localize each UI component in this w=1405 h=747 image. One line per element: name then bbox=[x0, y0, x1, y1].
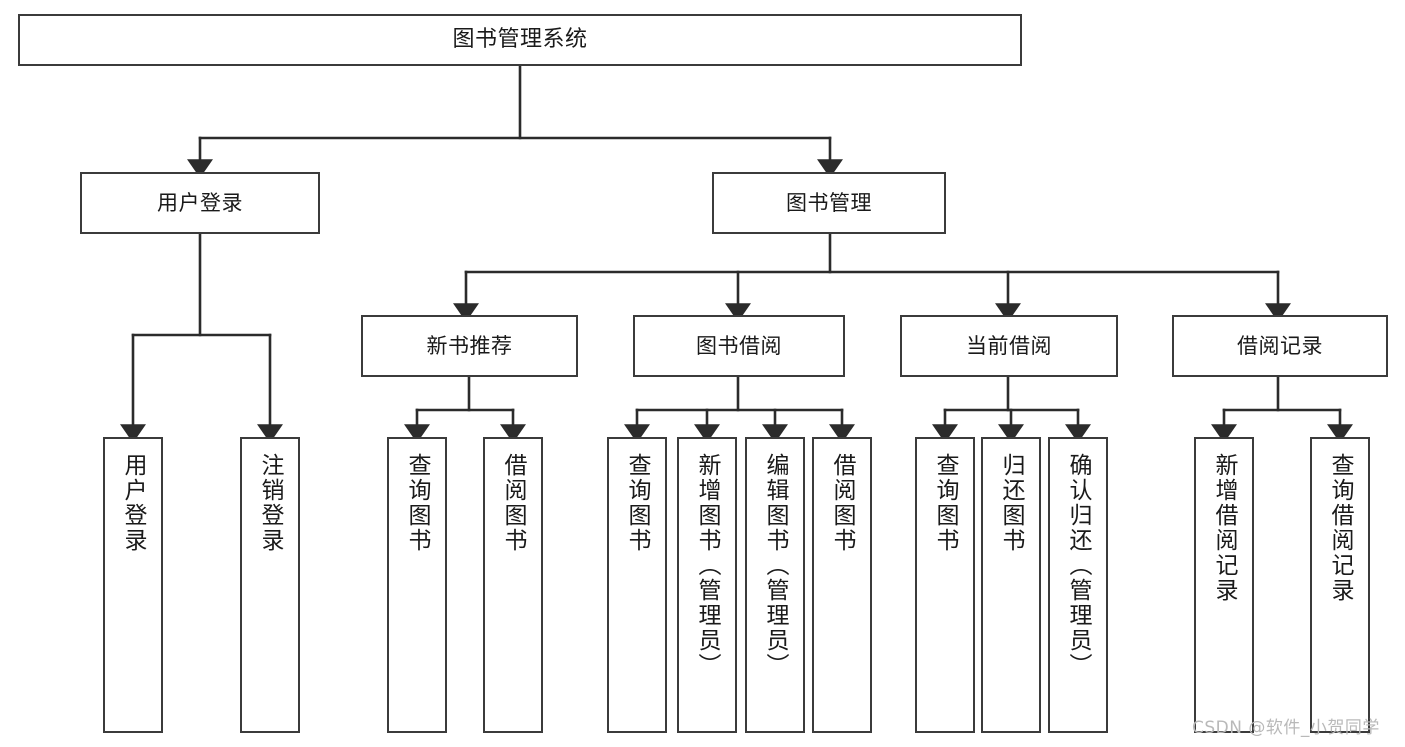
leaf-user-login-login[interactable]: 用户登录 bbox=[103, 437, 163, 733]
node-label: 借阅图书 bbox=[829, 453, 856, 553]
node-book-management[interactable]: 图书管理 bbox=[712, 172, 946, 234]
node-label: 借阅图书 bbox=[500, 453, 527, 553]
node-borrowing-records[interactable]: 借阅记录 bbox=[1172, 315, 1388, 377]
leaf-record-add-borrow-record[interactable]: 新增借阅记录 bbox=[1194, 437, 1254, 733]
node-label: 查询图书 bbox=[624, 453, 651, 553]
leaf-user-login-logout[interactable]: 注销登录 bbox=[240, 437, 300, 733]
leaf-borrow-edit-book-admin[interactable]: 编辑图书（管理员） bbox=[745, 437, 805, 733]
node-label: 借阅记录 bbox=[1237, 333, 1323, 358]
node-label: 注销登录 bbox=[257, 453, 284, 553]
leaf-current-confirm-return-admin[interactable]: 确认归还（管理员） bbox=[1048, 437, 1108, 733]
node-label: 新书推荐 bbox=[426, 333, 513, 358]
leaf-borrow-query-book[interactable]: 查询图书 bbox=[607, 437, 667, 733]
leaf-current-query-book[interactable]: 查询图书 bbox=[915, 437, 975, 733]
node-label: 用户登录 bbox=[120, 453, 147, 553]
node-label: 新增图书（管理员） bbox=[694, 453, 721, 678]
node-label: 当前借阅 bbox=[966, 333, 1052, 358]
node-label: 确认归还（管理员） bbox=[1065, 453, 1092, 678]
node-label: 查询图书 bbox=[932, 453, 959, 553]
leaf-new-book-borrow[interactable]: 借阅图书 bbox=[483, 437, 543, 733]
node-current-borrowing[interactable]: 当前借阅 bbox=[900, 315, 1118, 377]
node-label: 编辑图书（管理员） bbox=[762, 453, 789, 678]
node-label: 图书管理系统 bbox=[452, 27, 588, 53]
node-label: 图书管理 bbox=[786, 190, 872, 215]
leaf-borrow-borrow-book[interactable]: 借阅图书 bbox=[812, 437, 872, 733]
node-label: 归还图书 bbox=[998, 453, 1025, 553]
node-user-login[interactable]: 用户登录 bbox=[80, 172, 320, 234]
leaf-record-query-borrow-record[interactable]: 查询借阅记录 bbox=[1310, 437, 1370, 733]
node-label: 查询图书 bbox=[404, 453, 431, 553]
csdn-watermark: CSDN @软件_小贺同学 bbox=[1192, 718, 1380, 738]
leaf-borrow-add-book-admin[interactable]: 新增图书（管理员） bbox=[677, 437, 737, 733]
node-label: 用户登录 bbox=[157, 190, 243, 215]
node-label: 查询借阅记录 bbox=[1327, 453, 1354, 603]
node-label: 图书借阅 bbox=[696, 333, 782, 358]
leaf-new-book-query[interactable]: 查询图书 bbox=[387, 437, 447, 733]
node-book-borrowing[interactable]: 图书借阅 bbox=[633, 315, 845, 377]
leaf-current-return-book[interactable]: 归还图书 bbox=[981, 437, 1041, 733]
node-root-system[interactable]: 图书管理系统 bbox=[18, 14, 1022, 66]
node-label: 新增借阅记录 bbox=[1211, 453, 1238, 603]
node-new-book-recommendation[interactable]: 新书推荐 bbox=[361, 315, 578, 377]
